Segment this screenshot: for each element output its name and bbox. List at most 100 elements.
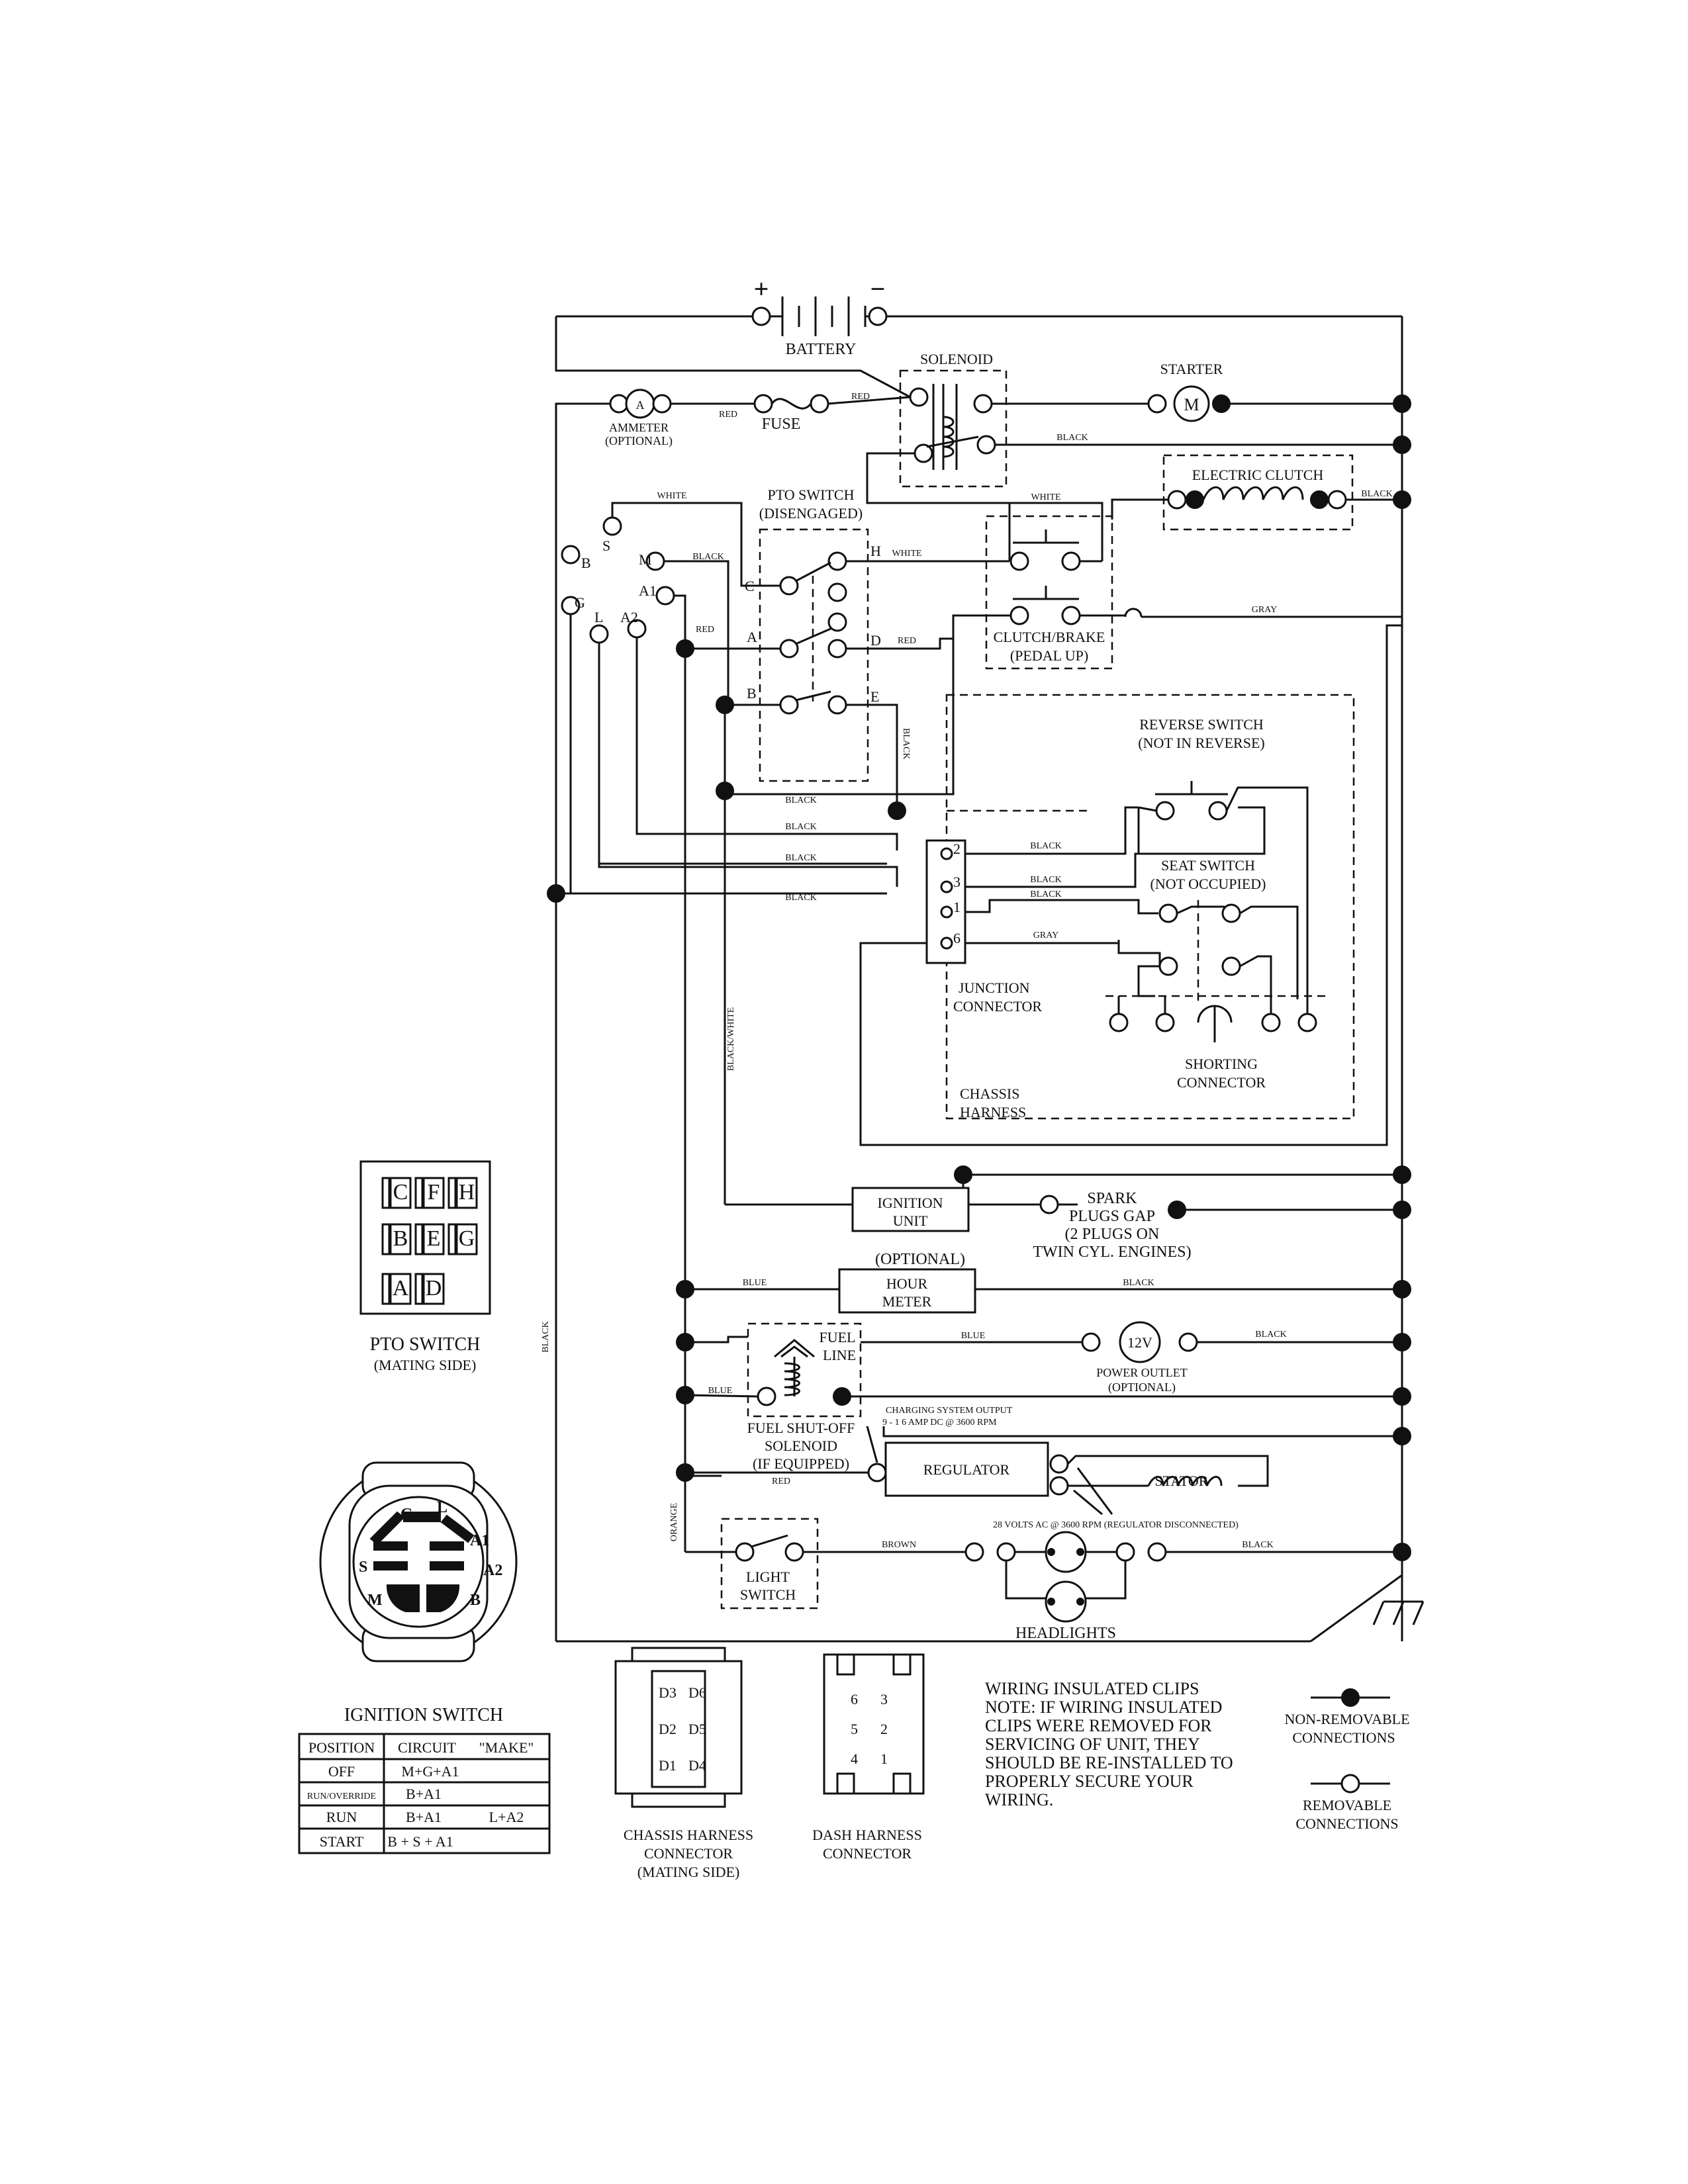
wire-white-pto: WHITE — [892, 549, 921, 559]
ground-icon — [1372, 1600, 1425, 1625]
wire-black-j1: BLACK — [785, 796, 816, 805]
pto-mating-a: A — [381, 1273, 412, 1305]
legend-removable-1: REMOVABLE — [1303, 1797, 1391, 1813]
charging-output-2: 9 - 1 6 AMP DC @ 3600 RPM — [882, 1418, 997, 1428]
seat-switch-label: SEAT SWITCH — [1161, 857, 1255, 874]
table-row-off-circuit: M+G+A1 — [401, 1763, 459, 1780]
fuel-shutoff-label-1: FUEL SHUT-OFF — [747, 1420, 855, 1436]
battery-label: BATTERY — [786, 341, 857, 358]
svg-text:B: B — [393, 1226, 408, 1251]
electric-clutch: ELECTRIC CLUTCH BLACK — [1111, 454, 1402, 531]
wire-brown: BROWN — [882, 1540, 916, 1550]
legend-non-removable-1: NON-REMOVABLE — [1284, 1711, 1409, 1727]
note-line-6: PROPERLY SECURE YOUR — [985, 1772, 1194, 1791]
reverse-switch: REVERSE SWITCH (NOT IN REVERSE) — [1137, 716, 1309, 913]
fuel-line-label-1: FUEL — [820, 1329, 856, 1345]
pto-mating-b: B — [381, 1223, 412, 1255]
dash-pin-5: 5 — [851, 1721, 858, 1737]
ign-term-a1: A1 — [639, 582, 657, 599]
junction-connector-label: CONNECTOR — [953, 998, 1042, 1015]
pto-disengaged: (DISENGAGED) — [759, 505, 863, 522]
chassis-label: CHASSIS — [960, 1085, 1019, 1102]
solenoid: SOLENOID BLACK — [866, 351, 1402, 556]
not-in-reverse-label: (NOT IN REVERSE) — [1138, 735, 1264, 751]
dash-pin-6: 6 — [851, 1691, 858, 1707]
twelve-v-icon: 12V — [1127, 1334, 1152, 1351]
regulator-label: REGULATOR — [923, 1461, 1010, 1478]
table-row-run-extra: L+A2 — [489, 1809, 524, 1825]
battery: + − BATTERY — [556, 274, 1402, 358]
chassis-pin-d4: D4 — [688, 1757, 706, 1774]
clutch-brake-switch: CLUTCH/BRAKE (PEDAL UP) GRAY — [725, 502, 1402, 796]
pto-mating-d: D — [414, 1273, 445, 1305]
svg-text:C: C — [393, 1180, 408, 1205]
junction-pin-6: 6 — [953, 930, 961, 946]
chassis-harness: 2 3 1 6 JUNCTION CONNECTOR CHASSIS HARNE… — [859, 624, 1402, 1146]
table-header-position: POSITION — [308, 1739, 375, 1756]
wire-gray-top: GRAY — [1252, 605, 1277, 615]
note-line-3: CLIPS WERE REMOVED FOR — [985, 1716, 1212, 1735]
ammeter-optional: (OPTIONAL) — [605, 434, 673, 448]
pto-switch: PTO SWITCH (DISENGAGED) C H A D B E WHIT… — [684, 486, 1009, 811]
wire-black-j2: BLACK — [785, 822, 816, 832]
note-line-1: WIRING INSULATED CLIPS — [985, 1679, 1199, 1698]
table-row-runover-circuit: B+A1 — [406, 1786, 442, 1802]
ign-term-b: B — [581, 555, 591, 571]
shorting-connector-label: CONNECTOR — [1177, 1074, 1266, 1091]
wire-red-pto: RED — [898, 636, 916, 646]
svg-text:G: G — [459, 1226, 475, 1251]
dash-pin-1: 1 — [880, 1751, 888, 1767]
svg-text:F: F — [428, 1180, 440, 1205]
ign-term-s: S — [602, 537, 610, 554]
headlights: BLACK HEADLIGHTS — [964, 1531, 1402, 1642]
meter-label: METER — [882, 1293, 932, 1310]
bus-dots — [547, 394, 1411, 1561]
spark-plugs-label-1: SPARK — [1087, 1190, 1137, 1207]
wire-black-jr3: BLACK — [1030, 889, 1061, 899]
wire-black-white: BLACK/WHITE — [726, 1007, 736, 1071]
wire-black-jr1: BLACK — [1030, 841, 1061, 851]
volts-ac-label: 28 VOLTS AC @ 3600 RPM (REGULATOR DISCON… — [993, 1520, 1239, 1530]
junction-label: JUNCTION — [959, 979, 1030, 996]
wire-black-headlights: BLACK — [1242, 1540, 1273, 1550]
fuel-line-label-2: LINE — [823, 1347, 856, 1363]
wire-black-left: BLACK — [541, 1321, 551, 1352]
svg-text:A: A — [393, 1276, 409, 1300]
seat-switch: SEAT SWITCH (NOT OCCUPIED) — [1117, 857, 1299, 1006]
power-outlet-optional: (OPTIONAL) — [1108, 1381, 1176, 1394]
junction-pin-3: 3 — [953, 874, 961, 890]
fuel-shutoff-solenoid: FUEL LINE BLUE FUEL SHUT-OFF SOLENOID (I… — [684, 1322, 1402, 1472]
wire-blue-outlet: BLUE — [961, 1331, 986, 1341]
table-row-runover-position: RUN/OVERRIDE — [307, 1792, 376, 1801]
switch-label: SWITCH — [740, 1586, 796, 1603]
pto-switch-mating-side: C F H B E G A — [359, 1160, 491, 1373]
note-line-4: SERVICING OF UNIT, THEY — [985, 1735, 1200, 1754]
harness-label: HARNESS — [960, 1104, 1026, 1120]
battery-plus: + — [754, 274, 769, 304]
ammeter-icon: A — [636, 398, 645, 412]
dash-pin-4: 4 — [851, 1751, 858, 1767]
wire-black-hour: BLACK — [1123, 1278, 1154, 1288]
shorting-connector: SHORTING CONNECTOR — [1105, 913, 1331, 1091]
pto-term-d: D — [870, 632, 881, 649]
pto-term-c: C — [745, 578, 755, 594]
spark-plugs-label-4: TWIN CYL. ENGINES) — [1033, 1244, 1191, 1261]
wire-black-clutch: BLACK — [1361, 489, 1392, 499]
regulator: CHARGING SYSTEM OUTPUT 9 - 1 6 AMP DC @ … — [685, 1406, 1402, 1530]
pto-term-e: E — [870, 688, 879, 705]
junction-pin-1: 1 — [953, 899, 961, 915]
wire-black-j3: BLACK — [785, 893, 816, 903]
wire-black-solenoid: BLACK — [1056, 433, 1088, 443]
wire-blue-fuel: BLUE — [708, 1386, 733, 1396]
clutch-brake-label: CLUTCH/BRAKE — [994, 629, 1105, 645]
wire-white-ign: WHITE — [657, 491, 686, 501]
charging-output-1: CHARGING SYSTEM OUTPUT — [886, 1406, 1013, 1416]
motor-icon: M — [1184, 395, 1199, 414]
reverse-switch-label: REVERSE SWITCH — [1139, 716, 1264, 733]
ign-face-m: M — [367, 1592, 383, 1609]
pedal-up-label: (PEDAL UP) — [1010, 647, 1088, 664]
wire-red-ign: RED — [696, 625, 714, 635]
table-row-run-circuit: B+A1 — [406, 1809, 442, 1825]
ign-term-g: G — [575, 594, 585, 611]
wire-red-2: RED — [851, 392, 870, 402]
